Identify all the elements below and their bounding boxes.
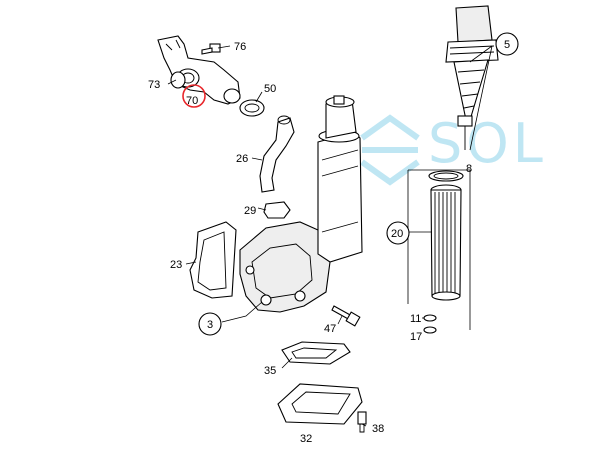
callout-35: 35 — [264, 365, 276, 377]
callout-26: 26 — [236, 153, 248, 165]
o-ring-8 — [428, 170, 464, 182]
coolant-fitting — [157, 35, 241, 105]
callout-circle-3 — [198, 312, 222, 336]
filter-element-20 — [407, 169, 471, 330]
callout-circle-20 — [386, 221, 410, 245]
callout-3: 3 — [207, 319, 213, 331]
callout-38: 38 — [372, 423, 384, 435]
leader-lines — [167, 45, 493, 427]
callout-17: 17 — [410, 331, 422, 343]
callout-73: 73 — [148, 79, 160, 91]
filter-cap-5 — [445, 5, 499, 150]
callout-50: 50 — [264, 83, 276, 95]
callout-70: 70 — [186, 95, 198, 107]
clip-29 — [263, 201, 291, 219]
seal-35 — [281, 341, 351, 365]
callout-32: 32 — [300, 433, 312, 445]
hose-clamp-50 — [239, 99, 265, 117]
watermark-text: SOL — [428, 112, 547, 175]
hose-26 — [259, 115, 295, 193]
seal-11 — [423, 314, 437, 322]
callout-5: 5 — [504, 39, 510, 51]
callout-23: 23 — [170, 259, 182, 271]
bolt-47 — [331, 305, 361, 327]
filter-housing-3 — [239, 95, 363, 313]
oil-cooler-32 — [277, 383, 363, 425]
watermark-logo: SOL — [360, 112, 547, 186]
screw-38 — [357, 411, 367, 433]
callout-29: 29 — [244, 205, 256, 217]
callout-11: 11 — [410, 313, 421, 325]
callout-47: 47 — [324, 323, 336, 335]
callout-76: 76 — [234, 41, 246, 53]
callout-circle-5 — [495, 32, 519, 56]
seal-17 — [423, 326, 437, 334]
bolt-76 — [201, 43, 221, 55]
highlight-ring-70 — [182, 84, 206, 108]
callout-20: 20 — [391, 228, 403, 240]
callout-8: 8 — [466, 163, 472, 175]
gasket-23 — [189, 221, 237, 299]
